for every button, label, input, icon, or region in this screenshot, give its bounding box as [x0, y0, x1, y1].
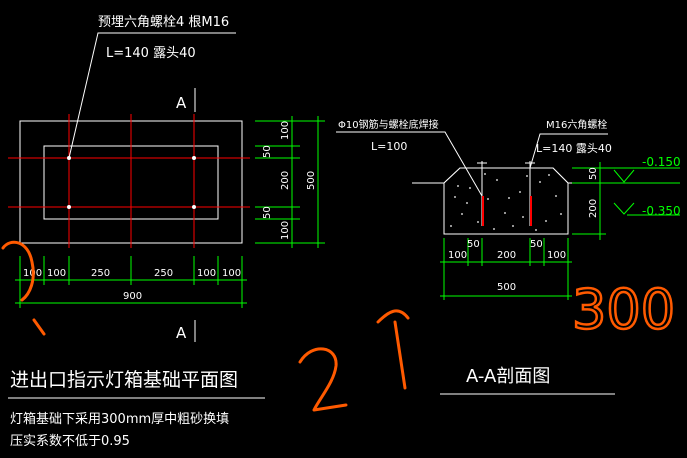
note-line-2: 压实系数不低于0.95: [10, 434, 130, 449]
note-line-1: 灯箱基础下采用300mm厚中粗砂换填: [10, 411, 229, 427]
plan-vdim-3: 200: [280, 171, 291, 190]
plan-vdim-2: 50: [262, 145, 273, 158]
plan-vdim-5: 100: [280, 221, 291, 240]
plan-hdim-3: 250: [91, 268, 110, 279]
section-rdim-2: 200: [588, 199, 599, 218]
section-right-dims: [572, 162, 680, 240]
plan-horizontal-dims: [15, 256, 247, 308]
bolt-leader-line: [529, 133, 608, 169]
plan-vdim-1: 100: [280, 121, 291, 140]
rebar-label: Φ10钢筋与螺栓底焊接: [338, 118, 439, 131]
section-bolts: [477, 161, 535, 226]
rebar-leader-line: [336, 131, 483, 197]
section-mark-top: A: [176, 94, 187, 112]
section-rdim-1: 50: [588, 167, 599, 180]
plan-vdim-total: 500: [306, 171, 317, 190]
concrete-hatch: [450, 173, 562, 231]
markup-arrow: [376, 309, 410, 390]
plan-vdim-4: 50: [262, 206, 273, 219]
section-view: Φ10钢筋与螺栓底焊接 L=100 M16六角螺栓 L=140 露头40 50 …: [336, 118, 681, 395]
plan-hdim-2: 100: [47, 268, 66, 279]
plan-view: 预埋六角螺栓4 根M16 L=140 露头40 A A 100 50 200 5…: [8, 15, 325, 399]
section-bdim-1: 100: [448, 250, 467, 261]
plan-title: 进出口指示灯箱基础平面图: [10, 369, 238, 391]
plan-axis-lines: [8, 114, 250, 248]
plan-hdim-6: 100: [222, 268, 241, 279]
section-title: A-A剖面图: [466, 366, 550, 387]
section-bdim-2: 200: [497, 250, 516, 261]
plan-hdim-5: 100: [197, 268, 216, 279]
handwritten-markup: [1, 240, 410, 412]
anchor-bolt-label: 预埋六角螺栓4 根M16: [98, 15, 229, 30]
plan-vertical-dims: [255, 116, 325, 248]
section-bdim-small-2: 50: [530, 239, 543, 250]
section-bdim-small-1: 50: [467, 239, 480, 250]
markup-left-stroke: [1, 240, 46, 336]
bolt-length: L=140 露头40: [536, 142, 612, 155]
rebar-length: L=100: [371, 140, 407, 153]
bolt-label: M16六角螺栓: [546, 118, 607, 131]
markup-two: [298, 347, 348, 412]
plan-hdim-total: 900: [123, 291, 142, 302]
section-foundation: [443, 167, 569, 235]
plan-bolt-markers: [67, 156, 196, 209]
section-bdim-3: 100: [547, 250, 566, 261]
section-bdim-total: 500: [497, 282, 516, 293]
elevation-marker-bottom: [613, 202, 635, 215]
elevation-bottom: -0.350: [642, 204, 681, 218]
anchor-leader-line: [68, 32, 236, 159]
section-mark-bottom: A: [176, 324, 187, 342]
section-bottom-dims: [440, 238, 572, 300]
elevation-marker-top: [613, 169, 635, 183]
anchor-bolt-length: L=140 露头40: [106, 46, 196, 61]
elevation-top: -0.150: [642, 155, 681, 169]
handwritten-number: 300: [572, 278, 675, 341]
plan-hdim-4: 250: [154, 268, 173, 279]
